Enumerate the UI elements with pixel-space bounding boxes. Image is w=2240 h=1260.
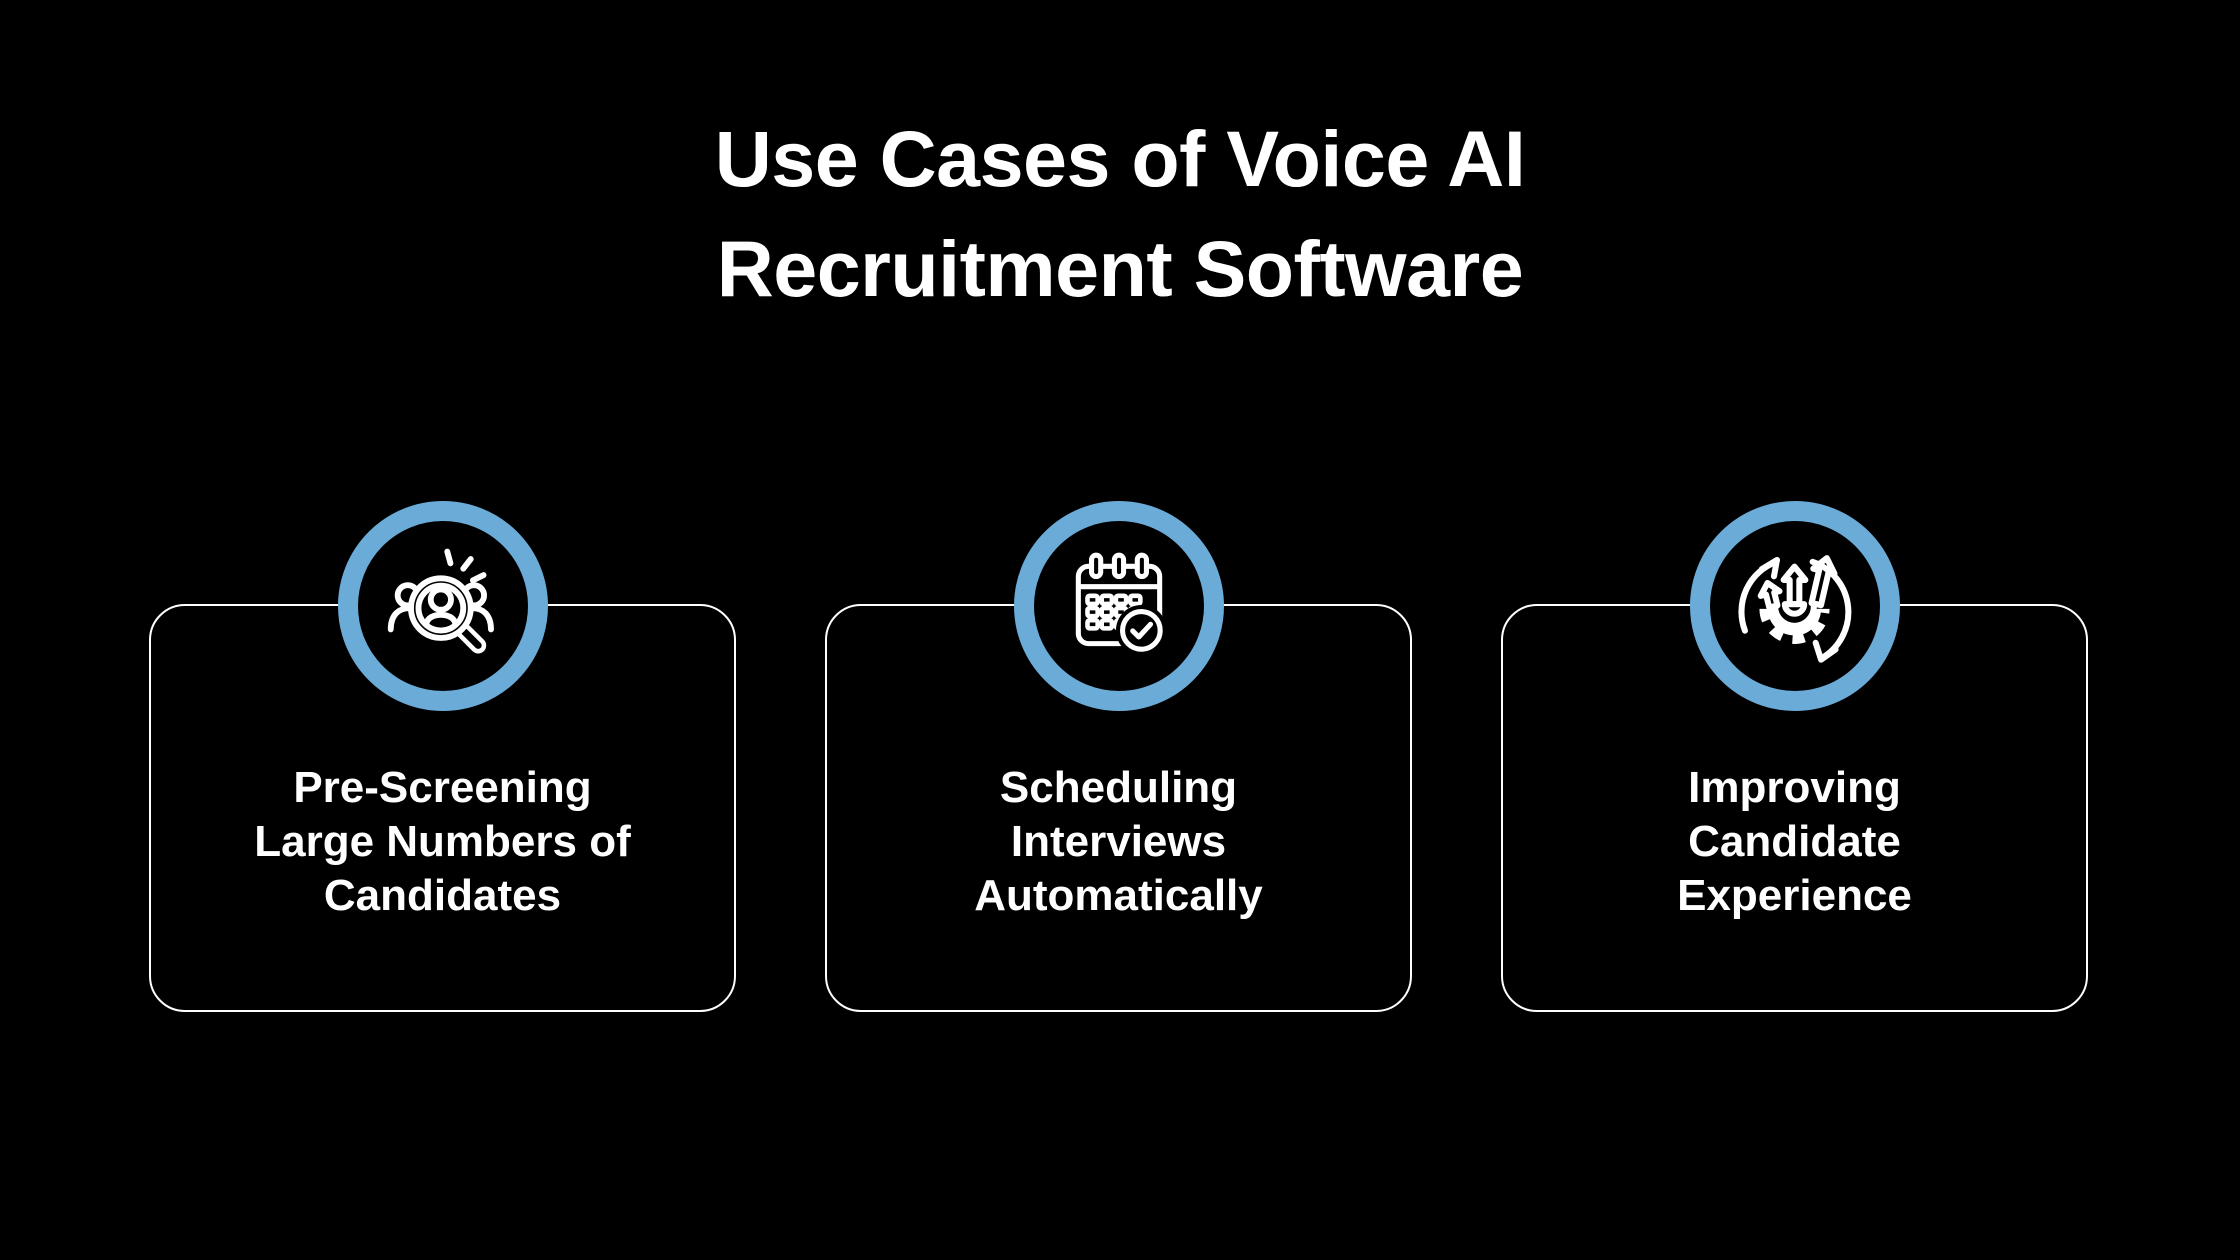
calendar-check-icon (1075, 552, 1167, 656)
card-pre-screening: Pre-Screening Large Numbers of Candidate… (149, 501, 736, 1012)
badge-circle (1689, 501, 1900, 711)
badge-circle (337, 501, 548, 711)
card-label: Improving Candidate Experience (1677, 763, 1912, 920)
badge-circle (1013, 501, 1224, 711)
candidate-search-icon (387, 548, 494, 654)
card-label: Pre-Screening Large Numbers of Candidate… (254, 763, 631, 920)
card-improving-experience: Improving Candidate Experience (1501, 501, 2088, 1012)
card-scheduling: Scheduling Interviews Automatically (825, 501, 1412, 1012)
use-case-cards-row: Pre-Screening Large Numbers of Candidate… (149, 501, 2088, 1012)
page-title: Use Cases of Voice AI Recruitment Softwa… (714, 114, 1526, 313)
growth-cycle-icon (1738, 554, 1852, 663)
card-label: Scheduling Interviews Automatically (974, 763, 1263, 920)
